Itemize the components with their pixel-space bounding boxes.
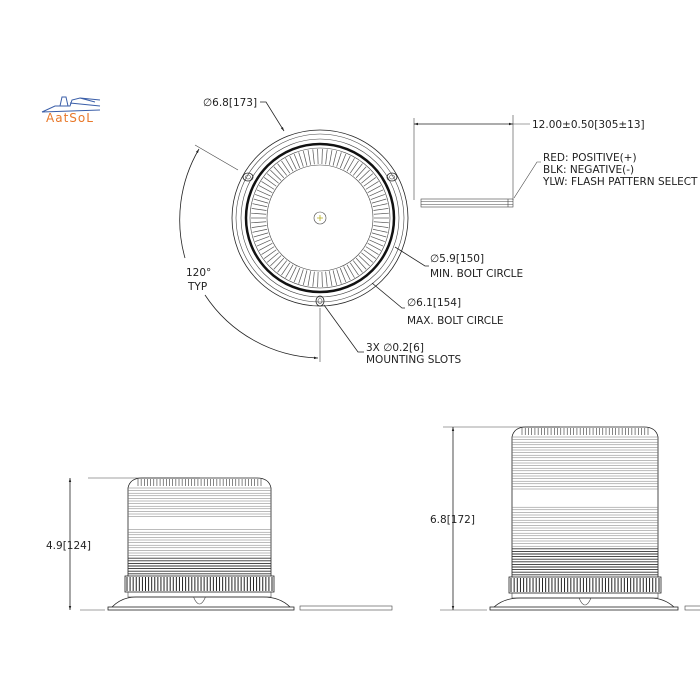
slots-note: MOUNTING SLOTS [366,354,462,366]
company-logo: AatSoL [41,96,101,125]
top-view: ∅6.8[173] 120° TYP 3X ∅0.2[6] MOUNTING S… [179,97,523,366]
logo-text: AatSoL [46,111,94,125]
cable-length-label: 12.00±0.50[305±13] [532,119,645,131]
low-height-label: 4.9[124] [46,540,91,552]
max-bolt-note: MAX. BOLT CIRCLE [407,315,504,327]
max-bolt-label: ∅6.1[154] [407,297,461,309]
angle-label: 120° [186,267,211,279]
side-view-low: 4.9[124] [46,477,393,611]
house-truck-logo-icon [41,96,101,113]
cable-view: 12.00±0.50[305±13] RED: POSITIVE(+) BLK:… [413,115,698,208]
mounting-slot [315,295,325,307]
lens-ribs [251,149,389,287]
wire-red: RED: POSITIVE(+) [543,152,637,164]
center-mark [313,211,327,225]
side-view-tall: 6.8[172] [430,426,700,611]
slots-label: 3X ∅0.2[6] [366,342,424,354]
min-bolt-note: MIN. BOLT CIRCLE [430,268,523,280]
min-bolt-label: ∅5.9[150] [430,253,484,265]
mounting-slot [386,172,398,182]
tall-height-label: 6.8[172] [430,514,475,526]
wire-black: BLK: NEGATIVE(-) [543,164,634,176]
outer-diameter-label: ∅6.8[173] [203,97,257,109]
wire-yellow: YLW: FLASH PATTERN SELECT [542,176,698,188]
mounting-slot [242,172,254,182]
angle-note: TYP [187,281,207,293]
